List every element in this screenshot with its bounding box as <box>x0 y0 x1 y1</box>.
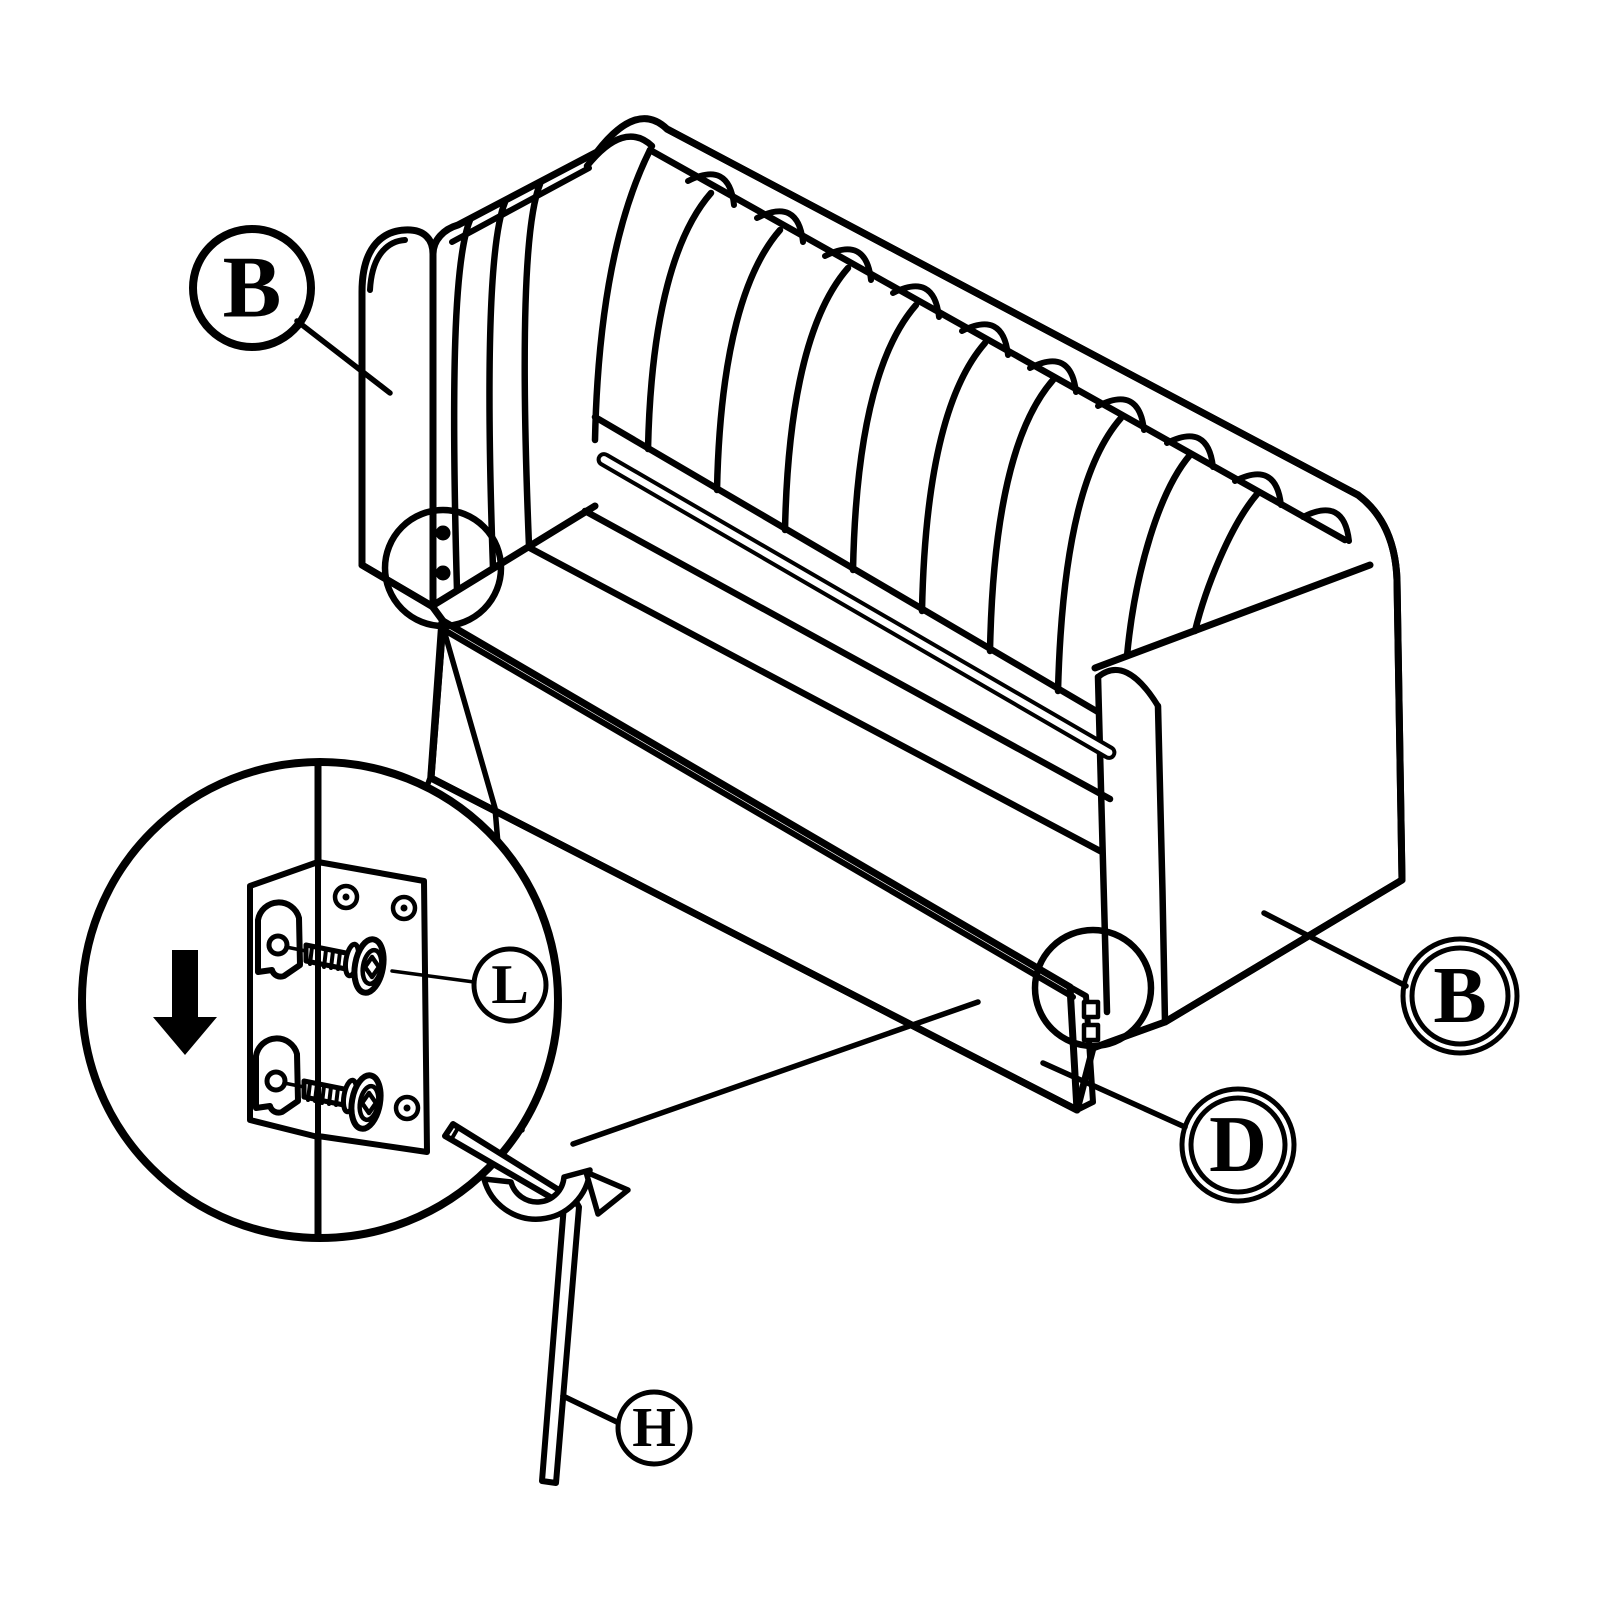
rail-hook-bracket <box>1081 999 1101 1043</box>
seat-base <box>524 413 1169 1052</box>
leader-b-left <box>294 318 393 396</box>
rotation-arrowhead-icon <box>583 1169 631 1217</box>
callout-label-l: L <box>491 954 528 1016</box>
tool-line-rail-end <box>570 999 981 1147</box>
callout-b-left: B <box>189 225 315 351</box>
sofa-body <box>358 115 1406 1114</box>
callout-label-h: H <box>632 1397 676 1459</box>
leader-b-right <box>1261 910 1409 989</box>
arm-screw-holes <box>435 525 451 581</box>
callout-label-d: D <box>1209 1101 1267 1189</box>
mounting-plate <box>315 859 430 1155</box>
seat-rail-slot <box>596 452 1117 760</box>
rail-end-highlight-circle <box>1031 926 1155 1050</box>
plate-screw-holes <box>332 883 421 1122</box>
leader-h <box>560 1393 622 1426</box>
hook-cleat-plate <box>247 859 321 1140</box>
backrest-top-rail <box>646 125 1362 544</box>
hook-lower <box>253 1035 301 1116</box>
callout-b-right: B <box>1400 936 1520 1056</box>
backrest-channels <box>644 189 1262 695</box>
callout-label-b-left: B <box>223 240 282 337</box>
callout-label-b-right: B <box>1433 952 1486 1040</box>
detail-view <box>78 758 562 1242</box>
bolt-lower <box>282 1072 384 1132</box>
callout-h: H <box>615 1389 693 1467</box>
hex-key-group <box>442 1121 631 1486</box>
leader-l <box>390 969 476 984</box>
down-arrow-icon <box>153 950 217 1055</box>
hook-upper <box>255 899 303 980</box>
right-end-panel <box>1091 491 1406 1026</box>
callout-l: L <box>471 946 549 1024</box>
callout-d: D <box>1179 1086 1297 1204</box>
bolt-upper <box>284 936 387 996</box>
leader-d <box>1040 1060 1188 1130</box>
